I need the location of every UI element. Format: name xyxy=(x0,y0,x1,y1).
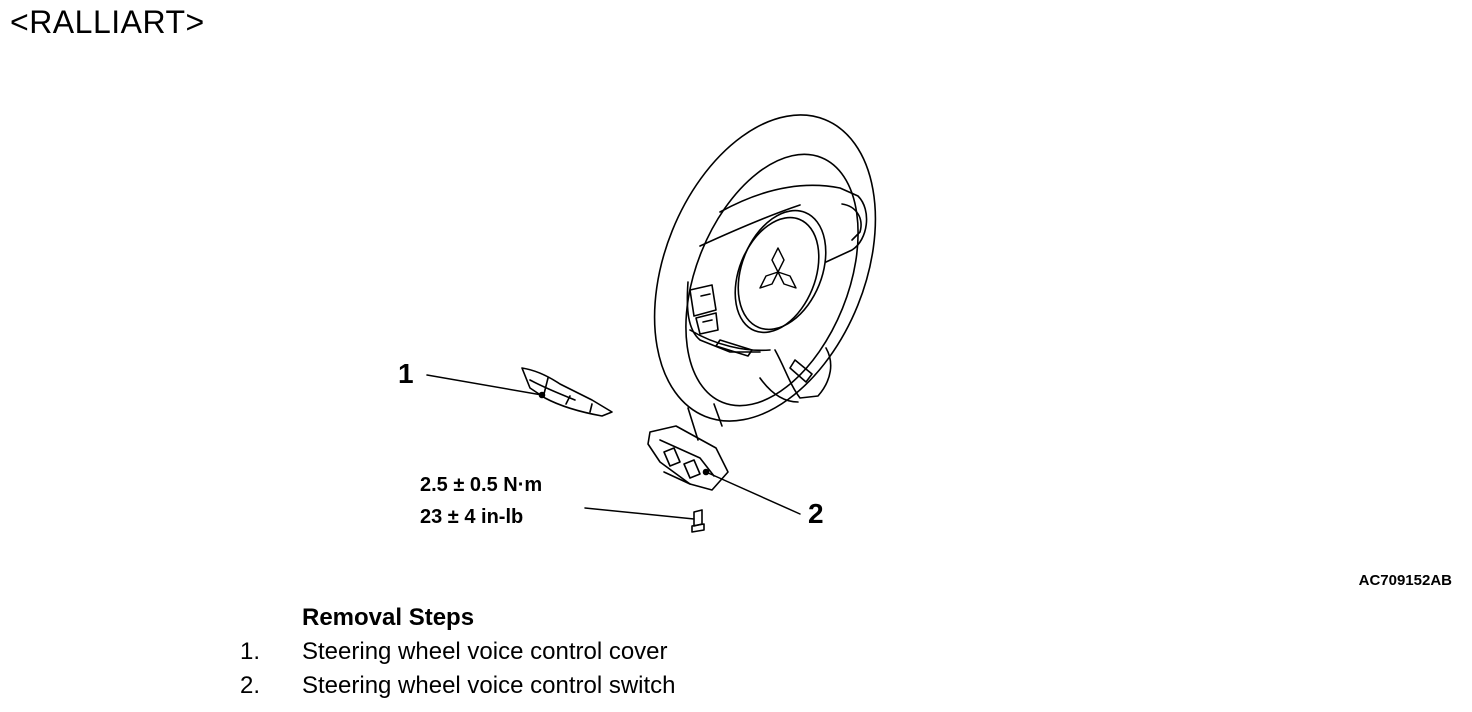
page-title: <RALLIART> xyxy=(10,4,205,40)
torque-imperial: 23 ± 4 in-lb xyxy=(420,506,524,528)
steering-wheel-rim xyxy=(653,114,877,422)
removal-steps-heading: Removal Steps xyxy=(302,604,475,631)
step-number: 1. xyxy=(240,638,261,665)
torque-metric: 2.5 ± 0.5 N·m xyxy=(420,474,543,496)
list-item: 2. Steering wheel voice control switch xyxy=(240,672,676,700)
screw xyxy=(691,509,705,533)
voice-control-switch xyxy=(647,425,729,491)
figure-id: AC709152AB xyxy=(1358,572,1452,589)
list-item: 1. Steering wheel voice control cover xyxy=(240,638,668,666)
steering-wheel-spokes xyxy=(686,184,868,403)
leader-dot-1 xyxy=(538,391,546,399)
lower-spoke-detail xyxy=(715,339,813,383)
step-number: 2. xyxy=(240,672,261,699)
step-text: Steering wheel voice control cover xyxy=(302,638,668,665)
voice-control-cover xyxy=(521,367,613,417)
airbag-hub xyxy=(734,209,827,334)
callout-1: 1 xyxy=(398,358,414,389)
emblem-logo xyxy=(759,247,797,289)
callout-2: 2 xyxy=(808,498,824,529)
left-spoke-buttons xyxy=(689,284,719,335)
leader-lines xyxy=(426,374,801,520)
steering-column xyxy=(687,403,723,441)
step-text: Steering wheel voice control switch xyxy=(302,672,676,699)
right-spoke-bracket xyxy=(841,203,862,241)
leader-dot-2 xyxy=(702,468,710,476)
